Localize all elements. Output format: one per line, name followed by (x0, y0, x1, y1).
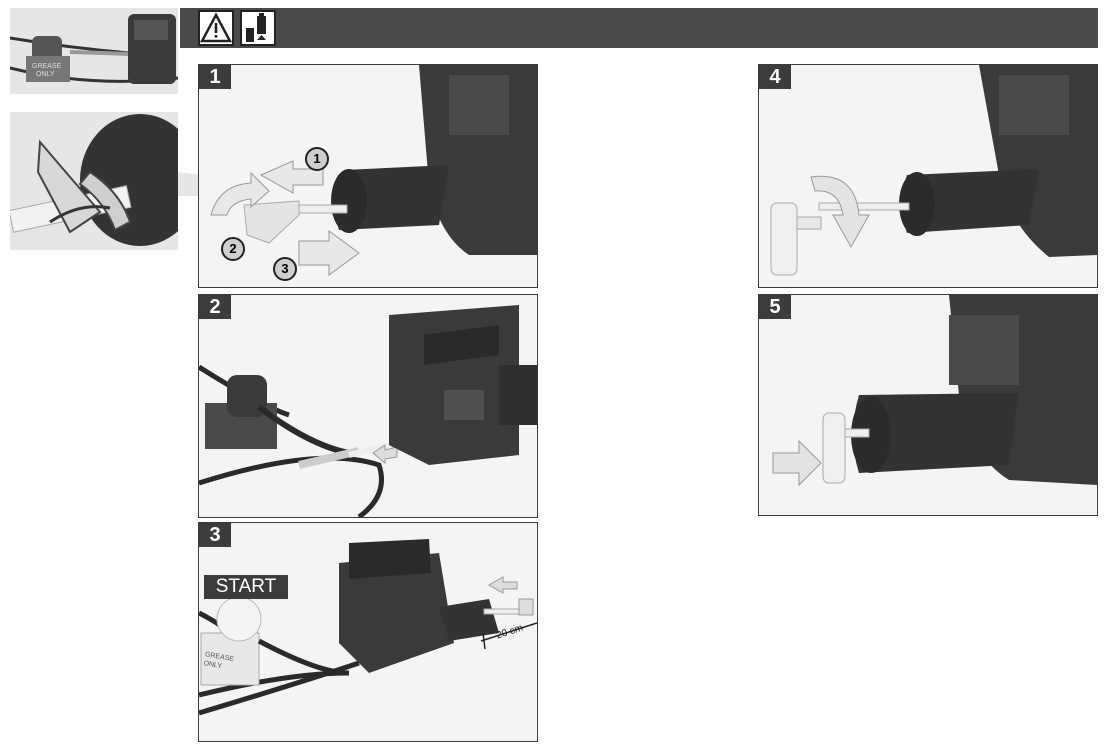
step-panel-1: 1 1 2 3 (198, 64, 538, 288)
callout-1: 1 (305, 147, 329, 171)
overview-thumbnail: GREASE ONLY (10, 8, 178, 94)
step-number-badge: 5 (759, 295, 791, 319)
header-bar (180, 8, 1098, 48)
step-panel-3: 3 20 cm GREASE ONLY (198, 522, 538, 742)
step-number-badge: 1 (199, 65, 231, 89)
thumb-label-line1: GREASE (32, 63, 62, 70)
start-label: START (204, 575, 288, 599)
thumb-label-line2: ONLY (36, 71, 55, 78)
step-number-badge: 2 (199, 295, 231, 319)
warning-triangle-icon (198, 10, 234, 46)
step-panel-5: 5 (758, 294, 1098, 516)
step-number-badge: 4 (759, 65, 791, 89)
step-panel-2: 2 (198, 294, 538, 518)
step-number-badge: 3 (199, 523, 231, 547)
plunger-detail-thumbnail (10, 112, 178, 250)
callout-2: 2 (221, 237, 245, 261)
battery-removal-icon (240, 10, 276, 46)
step-panel-4: 4 (758, 64, 1098, 288)
callout-3: 3 (273, 257, 297, 281)
